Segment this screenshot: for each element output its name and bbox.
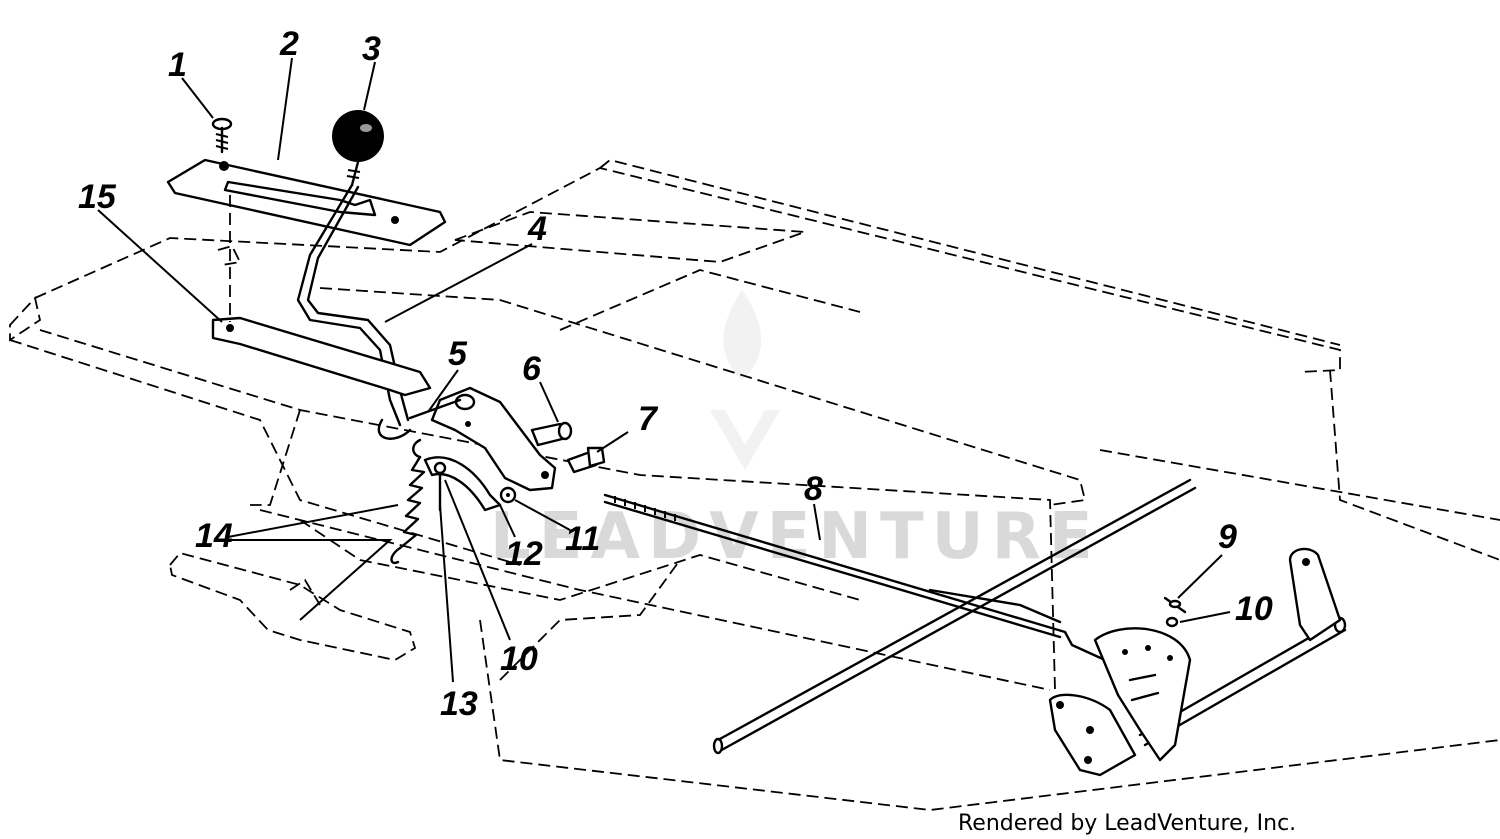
callout-11: 11 [565, 520, 600, 558]
frame-outline [9, 159, 1500, 811]
callout-10-lower: 10 [500, 640, 538, 678]
callout-13: 13 [440, 685, 478, 723]
bolt-icon [566, 446, 606, 474]
bracket-plate [211, 195, 432, 397]
callout-8: 8 [804, 470, 823, 508]
callout-7: 7 [638, 400, 659, 438]
callout-4: 4 [527, 210, 547, 248]
lower-bracket [169, 551, 417, 661]
leader-lines [97, 57, 1231, 683]
callout-15: 15 [78, 178, 117, 216]
watermark-logo-icon [710, 290, 780, 470]
watermark-text: LEADVENTURE [490, 500, 1101, 574]
credit-text: Rendered by LeadVenture, Inc. [958, 811, 1296, 836]
screw-icon [211, 117, 233, 154]
callout-3: 3 [362, 30, 381, 68]
callout-14: 14 [195, 517, 233, 555]
callout-1: 1 [168, 46, 187, 84]
pivot-lever [408, 386, 557, 512]
spring-icon [390, 438, 426, 565]
callout-12: 12 [505, 535, 543, 573]
bolt-icon [530, 421, 573, 447]
knob-icon [332, 110, 384, 187]
shift-plate [166, 158, 447, 247]
right-linkage [1048, 547, 1342, 777]
callout-10: 10 [1235, 590, 1273, 628]
callout-2: 2 [279, 25, 299, 63]
callout-9: 9 [1218, 518, 1237, 556]
callout-6: 6 [522, 350, 542, 388]
callout-5: 5 [448, 335, 468, 373]
